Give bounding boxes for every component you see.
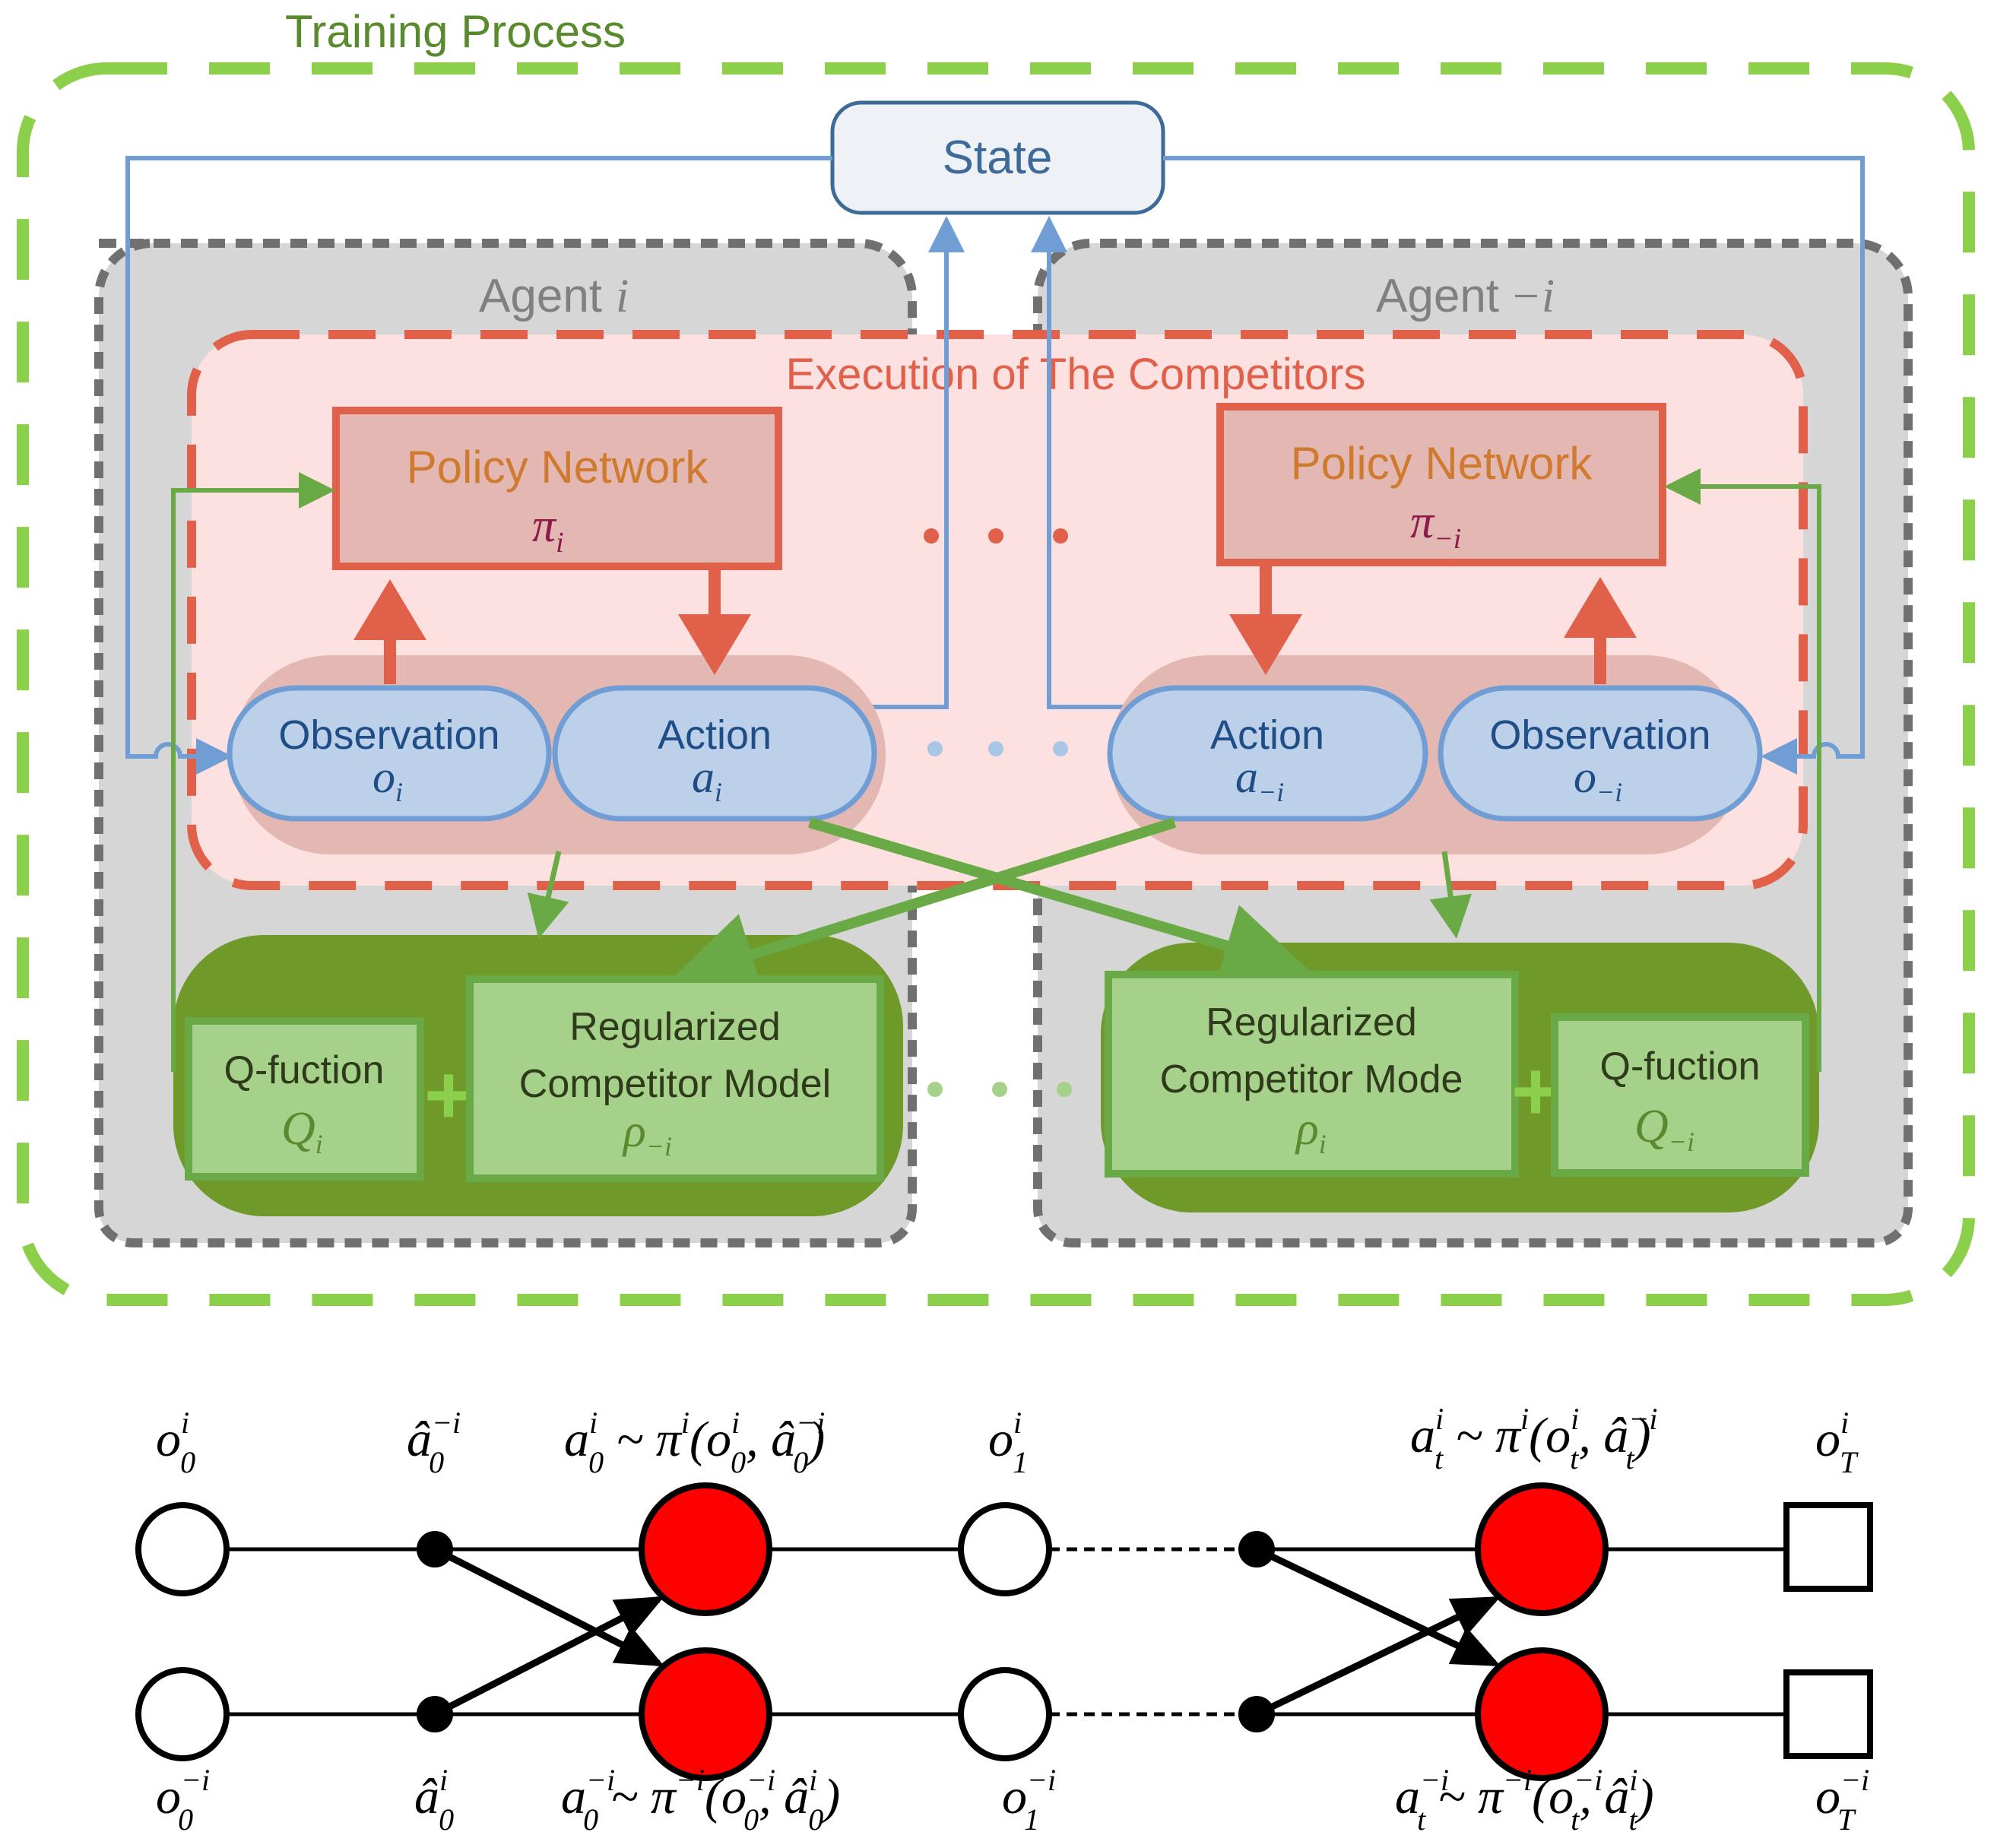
rcm-left-line2: Competitor Model [519,1062,831,1106]
action-ellipsis [927,741,1068,756]
rcm-left-line1: Regularized [569,1005,781,1049]
observation-left-label: Observation [278,712,499,758]
graph-nodes [135,1482,1873,1781]
node-oT-top [1783,1502,1873,1592]
node-ahatt-top [1238,1531,1275,1567]
policy-network-right-label: Policy Network [1291,438,1593,489]
node-ahat0-top [417,1531,453,1567]
q-function-right-symbol: Q−i [1634,1101,1694,1157]
q-function-left-symbol: Qi [281,1103,323,1159]
action-right-symbol: a−i [1235,752,1284,807]
training-process-title: Training Process [285,6,626,57]
q-function-left [185,1017,424,1181]
node-o1-top [958,1502,1052,1596]
node-o0-bottom [135,1667,230,1761]
policy-network-right [1216,403,1666,566]
rcm-left [466,975,884,1182]
node-at-bottom [1475,1647,1609,1781]
rcm-right-symbol: ρi [1295,1103,1327,1159]
node-ahat0-bottom [417,1696,453,1732]
q-function-right-label: Q-fuction [1600,1044,1761,1089]
critic-ellipsis [927,1082,1072,1097]
policy-network-left [332,407,782,570]
policy-links [353,565,1637,684]
policy-network-right-symbol: π−i [1410,496,1461,555]
rcm-right-line2: Competitor Mode [1160,1057,1463,1102]
node-o1-bottom [958,1667,1052,1761]
rcm-left-symbol: ρ−i [622,1105,672,1162]
observation-right-label: Observation [1489,712,1710,758]
node-oT-bottom [1783,1669,1873,1759]
action-left-symbol: ai [692,752,722,807]
policy-network-left-symbol: πi [532,500,564,559]
node-at-top [1475,1482,1609,1616]
rcm-right [1105,971,1519,1178]
agent-right-label: Agent−i [1376,270,1555,322]
critic-links [171,468,1821,1072]
node-a0-bottom [639,1647,772,1781]
observation-right-symbol: o−i [1574,752,1622,807]
observation-left-symbol: oi [372,752,403,807]
observation-right-pill [1438,685,1763,822]
action-left-pill [552,685,877,822]
observation-left-pill [227,685,552,822]
node-a0-top [639,1482,772,1616]
node-ahatt-bottom [1238,1696,1275,1732]
plus-left: + [424,1048,473,1142]
q-function-left-label: Q-fuction [224,1048,385,1092]
rcm-right-line1: Regularized [1206,1000,1417,1044]
state-label: State [943,132,1053,184]
action-left-label: Action [658,712,772,758]
policy-network-left-label: Policy Network [407,442,709,493]
execution-title: Execution of The Competitors [786,350,1366,399]
training-process-frame [17,62,1975,1306]
q-function-right [1551,1013,1809,1177]
node-o0-top [135,1502,230,1596]
policy-ellipsis [924,528,1068,544]
state-links [125,156,1865,775]
action-right-pill [1107,685,1428,822]
action-right-label: Action [1210,712,1324,758]
